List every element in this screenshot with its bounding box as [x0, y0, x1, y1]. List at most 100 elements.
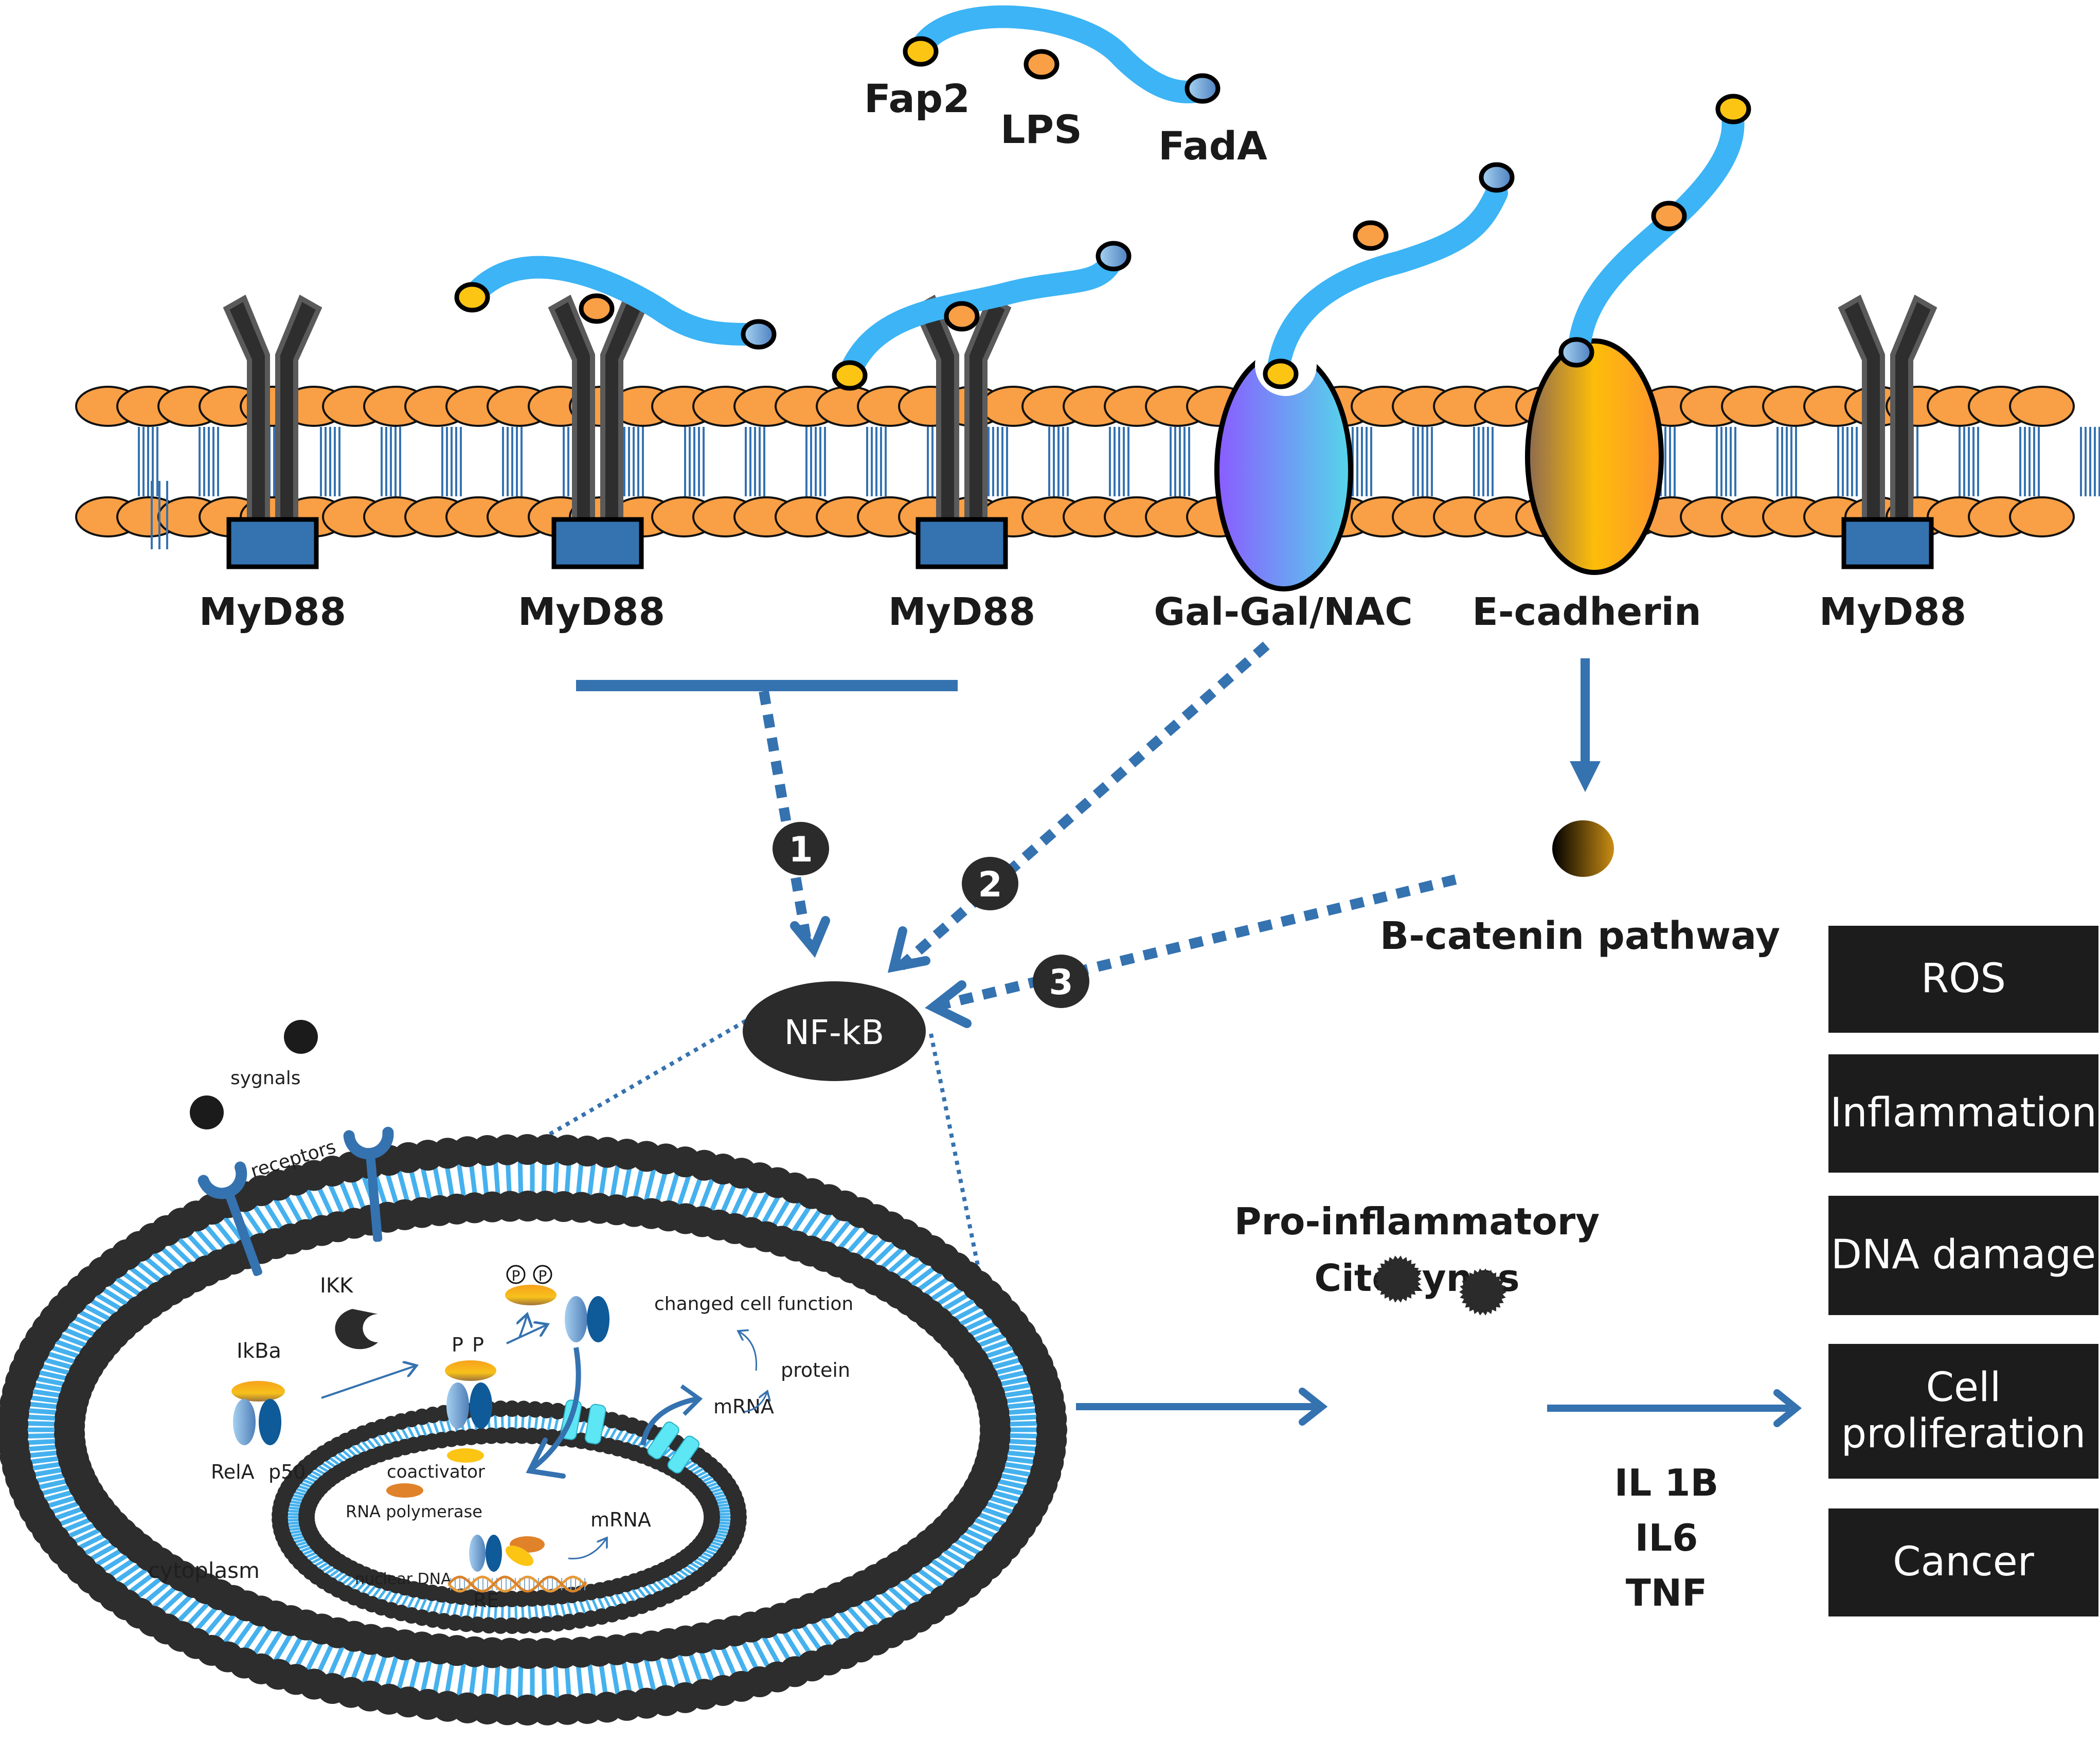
label-signals: sygnals — [230, 1068, 301, 1089]
myd88-adapter — [551, 517, 644, 569]
svg-text:P: P — [539, 1267, 547, 1284]
dna-strand — [447, 1575, 587, 1593]
cytokine-molecules — [1374, 1255, 1506, 1316]
phospho-ikba-protein — [445, 1360, 496, 1381]
outcome-inflammation: Inflammation — [1828, 1054, 2098, 1173]
label-rna-polymerase: RNA polymerase — [346, 1502, 482, 1521]
tlr-receptor-icon — [223, 294, 322, 569]
nuclear-import-arrowhead — [526, 1437, 566, 1479]
label-p50: p50 — [268, 1461, 306, 1483]
mrna-export-arrow — [640, 1396, 698, 1446]
cytokines-to-outcomes-arrowhead — [1773, 1389, 1802, 1427]
activation-arrow — [321, 1365, 417, 1399]
label-gal-gal-nac: Gal-Gal/NAC — [1154, 590, 1412, 634]
outcome-dna-damage: DNA damage — [1828, 1196, 2098, 1315]
e-cadherin-arrowhead — [1570, 761, 1601, 792]
label-protein: protein — [781, 1359, 850, 1381]
label-beta-catenin: B-catenin pathway — [1380, 914, 1780, 958]
host-cell-membrane — [75, 386, 2100, 549]
ikk-icon — [335, 1309, 378, 1350]
membrane-head — [730, 1503, 747, 1520]
pathway-arrows — [513, 641, 1601, 1276]
bound-p50-protein — [486, 1535, 502, 1572]
ikba-protein — [231, 1381, 285, 1401]
label-e-cadherin: E-cadherin — [1472, 590, 1701, 634]
label-nuclear-dna: nuclear DNA — [355, 1570, 452, 1588]
fusobacterium-adhesin-strand — [454, 256, 777, 350]
path-1-arrow — [759, 690, 813, 947]
label-myd88-4: MyD88 — [1819, 590, 1966, 634]
lipid-head — [2009, 496, 2075, 537]
membrane-head — [504, 1617, 520, 1634]
fusobacterium-adhesin-strand — [1558, 94, 1751, 368]
svg-text:2: 2 — [978, 865, 1002, 905]
membrane-head — [1036, 1403, 1067, 1434]
lps-molecule — [579, 293, 615, 324]
receptor-group — [223, 294, 1937, 591]
cell-surface-receptor-icon — [198, 1161, 262, 1277]
label-phospho-1: P — [452, 1334, 463, 1356]
label-cytoplasm: cytoplasm — [148, 1558, 260, 1583]
nuclear-membrane — [272, 1400, 747, 1634]
nuclear-pore-icon — [647, 1421, 699, 1474]
label-coactivator: coactivator — [387, 1462, 485, 1482]
tlr-receptor-icon — [1838, 294, 1937, 569]
signal-molecule-icon — [284, 1020, 318, 1054]
path-1-arrowhead — [790, 916, 830, 958]
cytokine-name-il6: IL6 — [1635, 1516, 1698, 1559]
cytokine-molecule-icon — [1459, 1268, 1506, 1316]
step-marker-1: 1 — [773, 822, 829, 875]
p50-protein-released — [470, 1382, 492, 1429]
degradation-arrow — [519, 1314, 527, 1338]
myd88-adapter — [1841, 517, 1934, 569]
myd88-convergence-bar — [576, 680, 958, 691]
svg-text:P: P — [512, 1267, 520, 1284]
nfkb-dimer-p50 — [587, 1296, 609, 1342]
fusobacterium-adhesin-strand — [1263, 162, 1515, 389]
fada-adhesin — [1479, 162, 1515, 193]
label-changed-cell-function: changed cell function — [654, 1293, 853, 1315]
label-fada: FadA — [1158, 123, 1267, 169]
label-fap2: Fap2 — [864, 76, 970, 121]
nfkb-dimer-rela — [565, 1296, 587, 1342]
dna-helix-icon — [447, 1575, 587, 1593]
lps-molecule — [1651, 201, 1687, 231]
signal-molecule-icon — [190, 1095, 224, 1129]
membrane-head — [504, 1400, 520, 1417]
fap2-adhesin — [454, 282, 490, 313]
myd88-adapter — [226, 517, 319, 569]
outcome-ros: ROS — [1828, 926, 2098, 1033]
nfkb-zoom-line-right — [929, 1033, 982, 1276]
label-rela: RelA — [211, 1461, 255, 1483]
path-2-arrowhead — [887, 926, 930, 973]
label-ikk: IKK — [320, 1274, 354, 1298]
release-arrow — [506, 1324, 548, 1344]
membrane-head — [492, 1400, 509, 1417]
label-phospho-2: P — [472, 1334, 484, 1356]
fap2-adhesin — [1263, 358, 1299, 389]
svg-text:1: 1 — [788, 830, 813, 870]
fap2-adhesin — [903, 36, 939, 67]
fusobacterium-adhesin-strand — [903, 5, 1220, 104]
degraded-ikba-protein — [505, 1285, 557, 1305]
fada-adhesin — [1558, 337, 1594, 368]
p50-protein — [259, 1399, 281, 1445]
lps-molecule — [944, 301, 980, 332]
myd88-adapter — [916, 517, 1008, 569]
cell-to-cytokines-arrowhead — [1299, 1388, 1328, 1426]
label-myd88-2: MyD88 — [518, 590, 665, 634]
label-cytokines-line1: Pro-inflammatory — [1234, 1200, 1600, 1243]
mrna-export-arrowhead — [680, 1384, 703, 1416]
nfkb-zoom-line-left — [513, 1019, 747, 1157]
fap2-adhesin — [832, 360, 868, 391]
fada-adhesin — [1184, 73, 1220, 104]
label-lps: LPS — [1000, 106, 1082, 152]
coactivator-protein — [447, 1448, 484, 1463]
rela-protein — [233, 1399, 256, 1445]
rela-protein-released — [446, 1382, 469, 1429]
label-ikba: IkBa — [237, 1339, 281, 1363]
transcription-arrow — [568, 1538, 607, 1559]
membrane-head — [979, 1406, 1011, 1437]
label-nfkb: NF-kB — [784, 1013, 885, 1052]
